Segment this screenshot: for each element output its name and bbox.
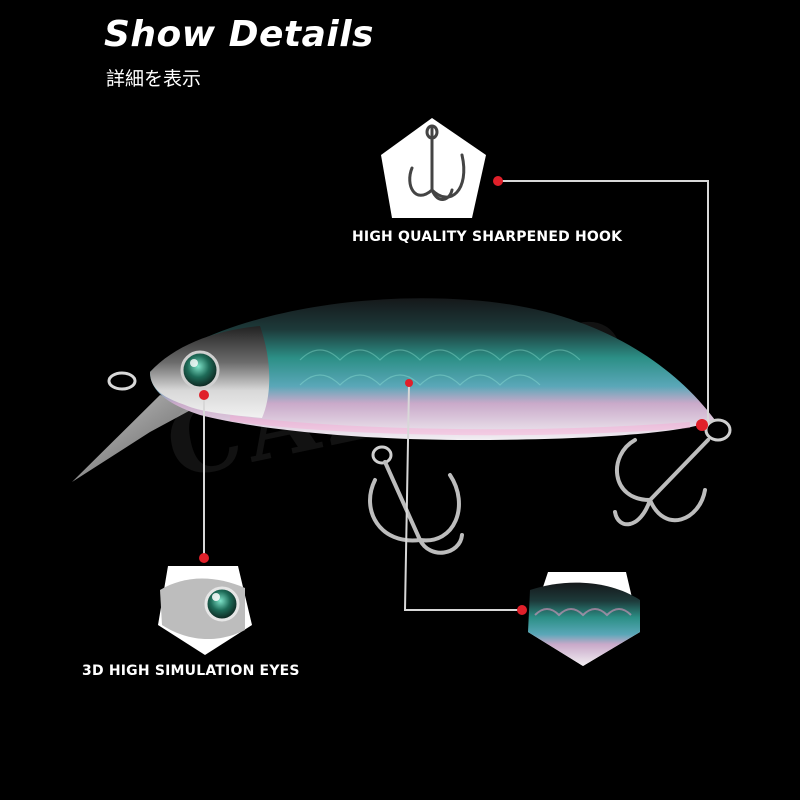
marker-tail bbox=[696, 419, 708, 431]
eyes-callout-label: 3D HIGH SIMULATION EYES bbox=[82, 663, 300, 679]
eye-closeup-icon bbox=[204, 586, 240, 622]
callout-side-box bbox=[528, 572, 640, 666]
callout-lines bbox=[203, 180, 709, 611]
belly-highlight bbox=[229, 415, 691, 436]
hook-icon bbox=[408, 124, 466, 201]
marker-eye-box bbox=[199, 553, 209, 563]
belly-ring bbox=[371, 445, 393, 465]
callout-hook-box bbox=[381, 118, 486, 218]
side-closeup-body bbox=[528, 582, 640, 666]
lure-eye bbox=[180, 350, 220, 390]
line-tie-ring bbox=[107, 371, 137, 391]
scale-pattern bbox=[299, 349, 581, 386]
lure-diving-lip bbox=[72, 395, 200, 482]
lure-body bbox=[150, 298, 715, 440]
tail-ring bbox=[704, 418, 732, 442]
callout-markers bbox=[199, 176, 708, 615]
marker-hook-box bbox=[493, 176, 503, 186]
hook-callout-label: HIGH QUALITY SHARPENED HOOK bbox=[352, 229, 623, 245]
marker-side-box bbox=[517, 605, 527, 615]
page-title: Show Details bbox=[104, 14, 374, 55]
eye-highlight bbox=[190, 359, 198, 367]
belly-treble-hook bbox=[368, 460, 464, 555]
page-subtitle: 詳細を表示 bbox=[106, 68, 202, 90]
marker-side bbox=[405, 379, 413, 387]
marker-eye bbox=[199, 390, 209, 400]
rear-treble-hook bbox=[613, 438, 710, 527]
callout-eye-box bbox=[158, 566, 252, 655]
